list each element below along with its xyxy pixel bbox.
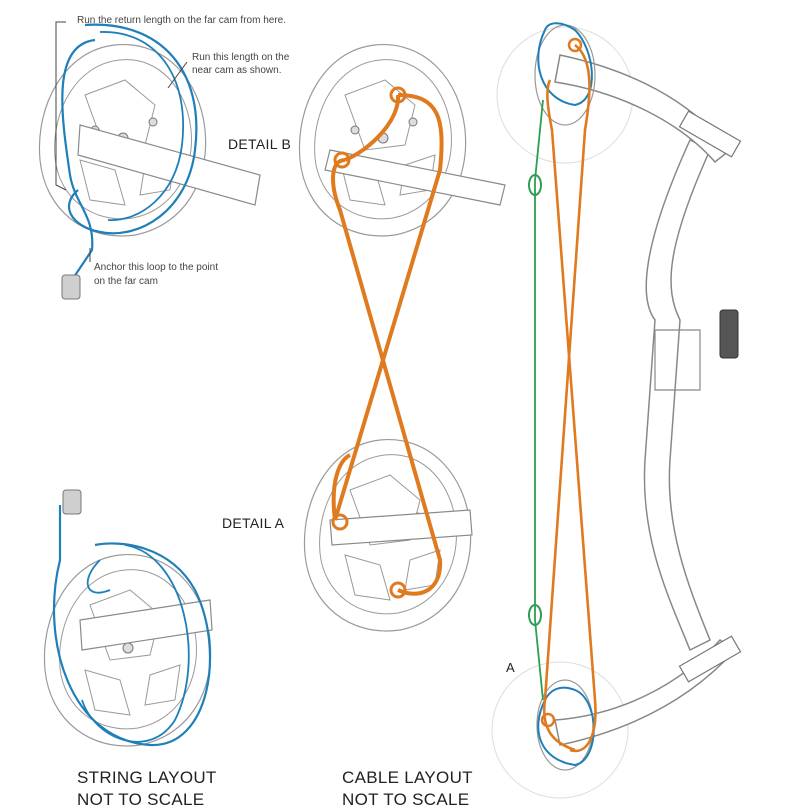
grip-mount bbox=[719, 309, 739, 359]
string-detail-b bbox=[38, 21, 261, 300]
near-cam-note-line1: Run this length on the bbox=[192, 52, 290, 63]
cable-loop-bottom bbox=[331, 453, 352, 521]
bow-riser bbox=[643, 138, 711, 652]
string-loop-a-inner bbox=[81, 544, 190, 743]
limb-cable-top bbox=[324, 149, 506, 206]
string-detail-a bbox=[43, 489, 213, 747]
string-end-block-top bbox=[61, 274, 81, 300]
detail-a-label: DETAIL A bbox=[222, 515, 285, 531]
cable-anchor-2 bbox=[333, 151, 351, 169]
cable-cross bbox=[331, 93, 444, 596]
bow-string-green bbox=[534, 99, 544, 701]
riser-window bbox=[654, 329, 701, 391]
limb-top-left bbox=[77, 124, 261, 206]
string-layout-caption-line2: NOT TO SCALE bbox=[77, 790, 205, 809]
limb-cable-bottom bbox=[329, 509, 473, 546]
detail-a-circle bbox=[491, 661, 629, 799]
limb-bottom-left bbox=[79, 599, 213, 651]
bow-cable-anchor-bottom bbox=[540, 712, 556, 728]
upper-limb bbox=[554, 54, 732, 164]
detail-b-label: DETAIL B bbox=[228, 136, 292, 152]
bow-string-blue bbox=[537, 22, 593, 107]
string-serving-bottom bbox=[528, 604, 542, 626]
near-cam-leader bbox=[167, 61, 188, 89]
return-length-note: Run the return length on the far cam fro… bbox=[77, 15, 286, 26]
return-length-leader bbox=[55, 21, 67, 191]
bow-cable-1 bbox=[542, 43, 591, 752]
string-layout-caption-line1: STRING LAYOUT bbox=[77, 768, 217, 787]
string-end-block-bottom bbox=[62, 489, 82, 515]
cable-anchor-1 bbox=[389, 86, 407, 104]
cable-layout bbox=[298, 43, 506, 632]
string-loop-b-inner bbox=[99, 31, 184, 221]
anchor-note-line1: Anchor this loop to the point bbox=[94, 262, 218, 273]
string-serving-top bbox=[528, 174, 542, 196]
cable-anchor-3 bbox=[331, 513, 349, 531]
bow-cable-anchor-top bbox=[567, 37, 583, 53]
near-cam-note-line2: near cam as shown. bbox=[192, 65, 282, 76]
upper-limb-pocket bbox=[678, 110, 742, 158]
bow-cable-2 bbox=[546, 79, 597, 753]
full-bow bbox=[491, 22, 742, 799]
cable-layout-caption-line2: NOT TO SCALE bbox=[342, 790, 470, 809]
lower-limb-pocket bbox=[678, 635, 742, 683]
cable-layout-caption-line1: CABLE LAYOUT bbox=[342, 768, 473, 787]
anchor-note-line2: on the far cam bbox=[94, 276, 158, 287]
point-a-label: A bbox=[506, 660, 515, 675]
string-loop-b bbox=[61, 23, 198, 281]
cable-anchor-4 bbox=[389, 581, 407, 599]
string-loop-a bbox=[52, 505, 212, 747]
bow-string-blue-bottom bbox=[537, 686, 595, 767]
